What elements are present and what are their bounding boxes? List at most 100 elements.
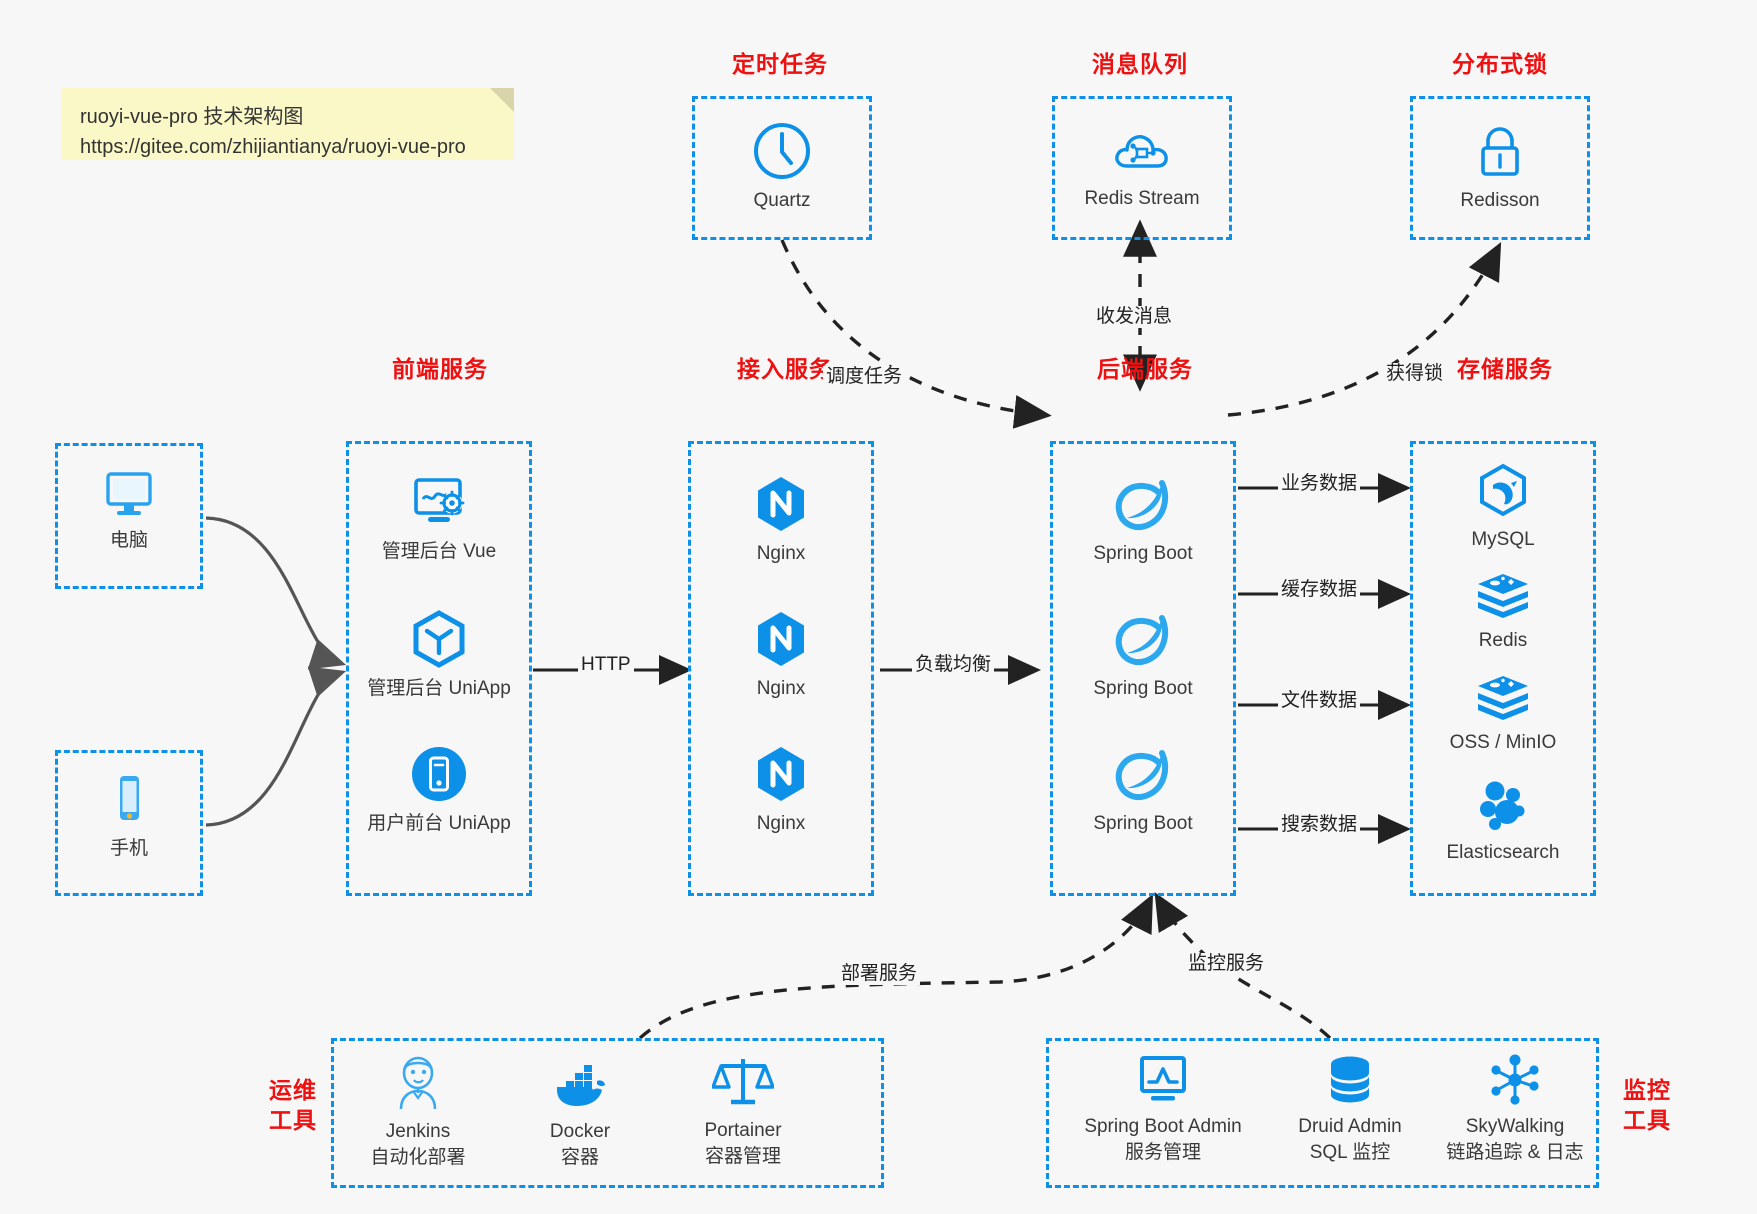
edge-label-http: HTTP	[578, 654, 634, 676]
node-label: Spring Boot Admin	[1084, 1116, 1242, 1137]
node-mysql[interactable]: MySQL	[1418, 463, 1588, 553]
nginx-icon	[758, 747, 804, 801]
node-quartz[interactable]: Quartz	[697, 120, 867, 214]
edge-label-schedule-task: 调度任务	[823, 366, 906, 388]
node-jenkins[interactable]: Jenkins 自动化部署	[333, 1055, 503, 1171]
node-mobile[interactable]: 手机	[44, 770, 214, 862]
lock-icon	[1481, 127, 1519, 176]
node-label: Redis Stream	[1084, 188, 1200, 209]
node-redis[interactable]: Redis	[1418, 570, 1588, 654]
node-druid-admin[interactable]: Druid Admin SQL 监控	[1265, 1052, 1435, 1166]
group-title-devops-line1: 运维	[269, 1077, 317, 1103]
edge-pc-to-frontend	[205, 516, 347, 670]
node-label: Portainer	[704, 1120, 782, 1141]
node-oss-minio[interactable]: OSS / MinIO	[1418, 672, 1588, 756]
node-admin-vue[interactable]: 管理后台 Vue	[354, 473, 524, 565]
note-url: https://gitee.com/zhijiantianya/ruoyi-vu…	[80, 136, 466, 158]
group-title-devops: 运维 工具	[258, 1075, 328, 1135]
database-icon	[1331, 1056, 1369, 1103]
group-title-monitor: 监控 工具	[1612, 1075, 1682, 1135]
group-title-frontend: 前端服务	[392, 356, 488, 382]
node-label: Spring Boot	[1093, 813, 1193, 834]
node-pc[interactable]: 电脑	[44, 466, 214, 554]
node-springboot-1[interactable]: Spring Boot	[1058, 473, 1228, 567]
node-sublabel: SQL 监控	[1309, 1142, 1391, 1163]
group-title-backend: 后端服务	[1097, 356, 1193, 382]
edge-label-business-data: 业务数据	[1278, 473, 1361, 495]
node-nginx-2[interactable]: Nginx	[696, 608, 866, 702]
node-label: Docker	[549, 1121, 611, 1142]
edge-mobile-to-frontend	[205, 666, 347, 827]
node-sublabel: 服务管理	[1124, 1142, 1201, 1163]
node-nginx-3[interactable]: Nginx	[696, 743, 866, 837]
scales-icon	[712, 1059, 774, 1105]
edge-label-load-balance: 负载均衡	[912, 654, 995, 676]
node-elasticsearch[interactable]: Elasticsearch	[1418, 778, 1588, 866]
node-label: Jenkins	[385, 1121, 451, 1142]
node-label: Spring Boot	[1093, 678, 1193, 699]
group-box-frontend	[346, 441, 532, 896]
node-portainer[interactable]: Portainer 容器管理	[658, 1052, 828, 1170]
hexagon-cube-icon	[413, 610, 465, 668]
node-spring-boot-admin[interactable]: Spring Boot Admin 服务管理	[1063, 1052, 1263, 1166]
node-label: Redis	[1478, 630, 1528, 651]
node-label: 管理后台 Vue	[381, 541, 497, 562]
edge-quartz-to-backend	[780, 239, 1052, 429]
group-box-mobile	[55, 750, 203, 896]
smartphone-icon	[120, 776, 139, 820]
node-label: 管理后台 UniApp	[367, 678, 511, 699]
node-sublabel: 自动化部署	[370, 1147, 466, 1168]
node-skywalking[interactable]: SkyWalking 链路追踪 & 日志	[1425, 1052, 1605, 1166]
node-springboot-3[interactable]: Spring Boot	[1058, 743, 1228, 837]
edge-label-search-data: 搜索数据	[1278, 814, 1361, 836]
node-label: Nginx	[756, 678, 806, 699]
group-title-monitor-line1: 监控	[1623, 1077, 1671, 1103]
note-fold-corner	[490, 88, 514, 112]
group-box-lock	[1410, 96, 1590, 240]
node-label: Redisson	[1460, 190, 1540, 211]
node-sublabel: 容器	[560, 1147, 599, 1168]
spring-leaf-icon	[1115, 480, 1169, 531]
node-label: 电脑	[109, 530, 148, 551]
group-title-devops-line2: 工具	[269, 1107, 317, 1133]
skywalking-nodes-icon	[1491, 1054, 1539, 1105]
clock-icon	[754, 123, 810, 179]
node-nginx-1[interactable]: Nginx	[696, 473, 866, 567]
group-title-monitor-line2: 工具	[1623, 1107, 1671, 1133]
edge-label-acquire-lock: 获得锁	[1383, 363, 1447, 385]
node-springboot-2[interactable]: Spring Boot	[1058, 608, 1228, 702]
node-label: 手机	[109, 838, 148, 859]
node-user-uniapp[interactable]: 用户前台 UniApp	[354, 743, 524, 837]
docker-whale-icon	[557, 1065, 605, 1106]
node-label: Druid Admin	[1298, 1116, 1402, 1137]
node-label: SkyWalking	[1465, 1116, 1565, 1137]
node-sublabel: 容器管理	[704, 1146, 781, 1167]
spring-leaf-icon	[1115, 750, 1169, 801]
node-label: 用户前台 UniApp	[367, 813, 511, 834]
node-docker[interactable]: Docker 容器	[495, 1055, 665, 1171]
node-label: Elasticsearch	[1446, 842, 1560, 863]
jenkins-butler-icon	[399, 1056, 437, 1110]
redis-stack-icon	[1478, 676, 1528, 720]
node-redis-stream[interactable]: Redis Stream	[1057, 122, 1227, 212]
spring-leaf-icon	[1115, 615, 1169, 666]
phone-circle-icon	[412, 747, 466, 801]
group-box-storage	[1410, 441, 1596, 896]
edge-label-cache-data: 缓存数据	[1278, 579, 1361, 601]
node-label: OSS / MinIO	[1449, 732, 1557, 753]
redis-stack-icon	[1478, 574, 1528, 618]
info-note: ruoyi-vue-pro 技术架构图 https://gitee.com/zh…	[62, 88, 514, 160]
node-label: Nginx	[756, 543, 806, 564]
node-label: Spring Boot	[1093, 543, 1193, 564]
monitor-gear-icon	[414, 478, 465, 522]
group-box-pc	[55, 443, 203, 589]
nginx-icon	[758, 612, 804, 666]
group-box-monitor	[1046, 1038, 1599, 1188]
monitor-chart-icon	[1140, 1056, 1186, 1101]
node-redisson[interactable]: Redisson	[1415, 120, 1585, 214]
group-title-mq: 消息队列	[1092, 51, 1188, 77]
node-admin-uniapp[interactable]: 管理后台 UniApp	[354, 608, 524, 702]
group-box-devops	[331, 1038, 884, 1188]
group-box-scheduler	[692, 96, 872, 240]
